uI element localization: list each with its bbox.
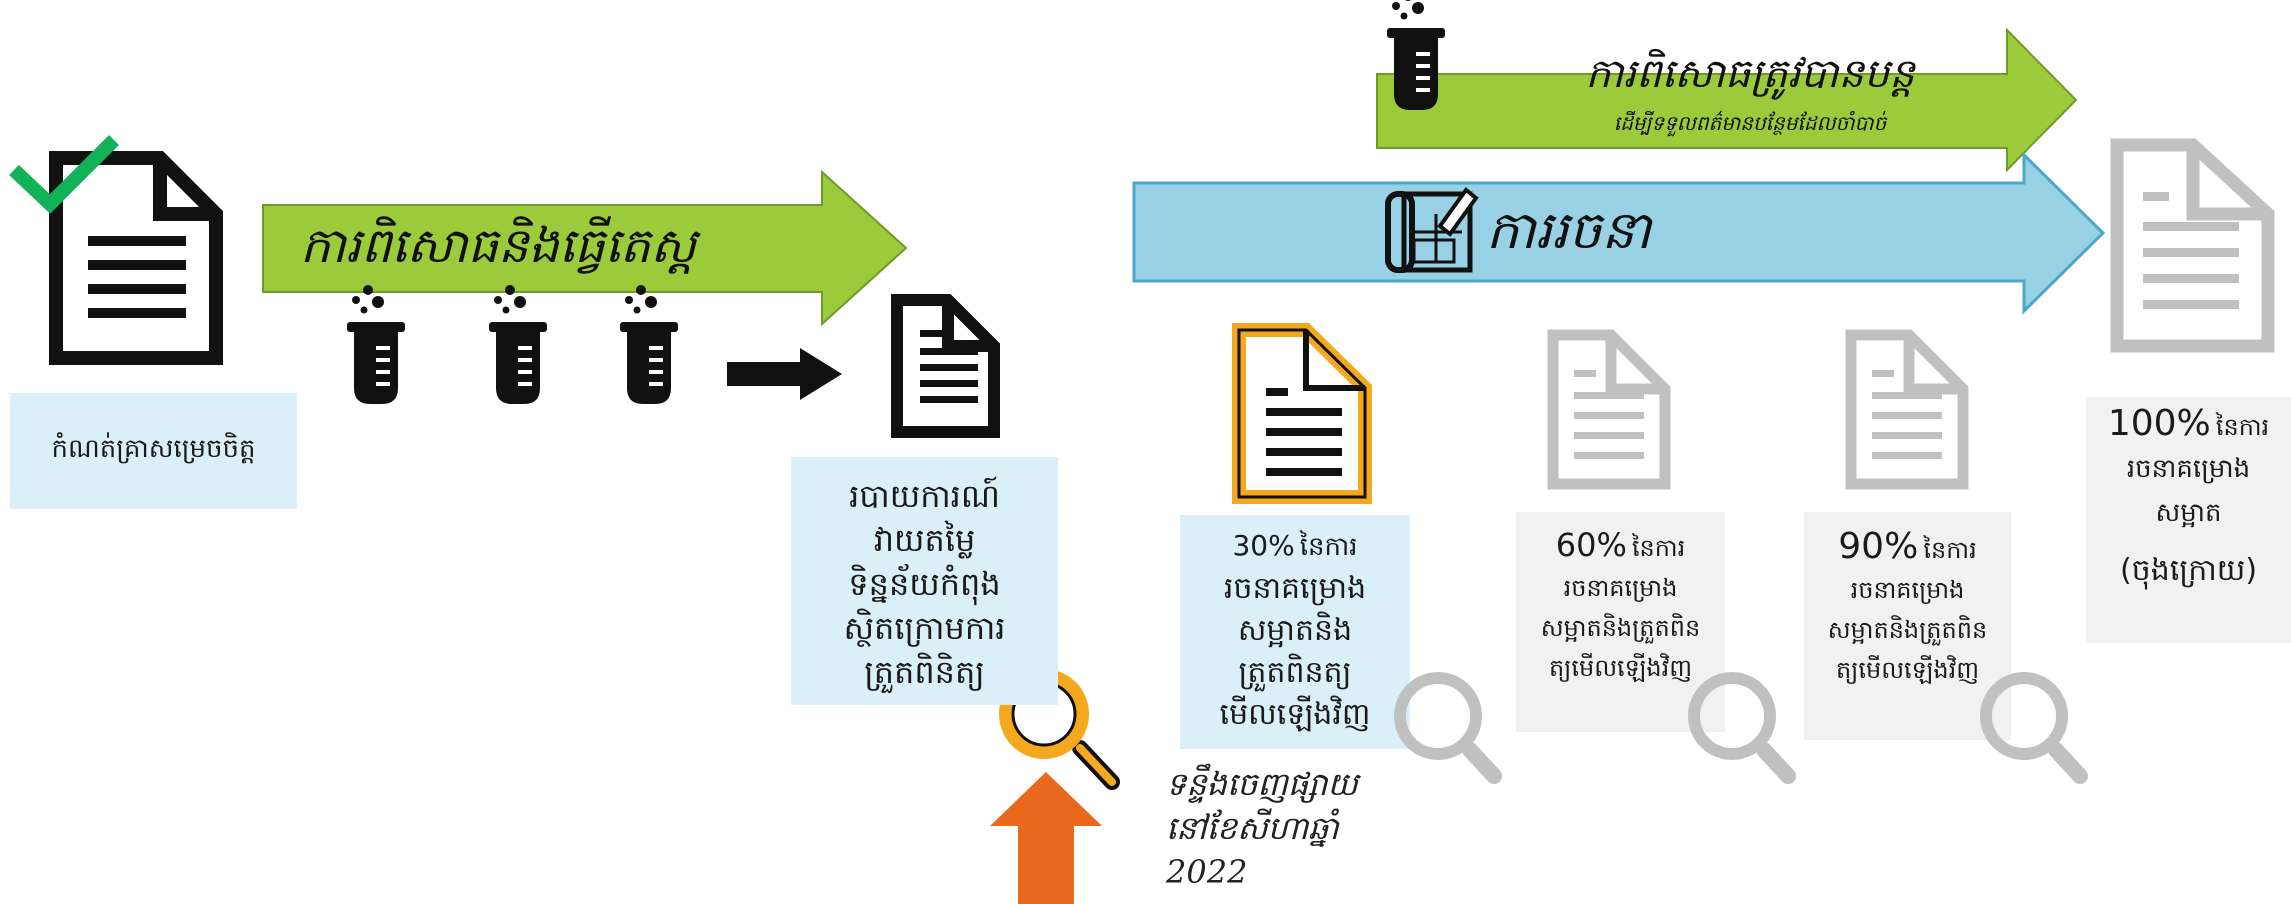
progress-60-pct: 60% <box>1555 526 1627 564</box>
continued-arrow-subtitle: ដើម្បីទទួលពត៌មានបន្ថែមដែលចាំបាច់ <box>1613 111 1887 135</box>
beaker-icon <box>489 285 547 404</box>
beaker-icon <box>347 285 405 404</box>
publish-note-line: 2022 <box>1166 853 1248 891</box>
progress-100-line: សម្អាត <box>2155 498 2222 528</box>
beaker-icon <box>620 285 678 404</box>
progress-90-line: ត្យមើលឡើងវិញ <box>1835 656 1980 684</box>
decision-point-box: កំណត់គ្រាសម្រេចចិត្ត <box>10 393 297 509</box>
progress-30-line: មើលឡើងវិញ <box>1219 696 1371 732</box>
progress-90-pct: 90% <box>1838 526 1919 567</box>
design-arrow-title: ការរចនា <box>1486 201 1652 261</box>
progress-90-line: សម្អាតនិងត្រួតពិន <box>1827 616 1988 644</box>
progress-30-line: ត្រួតពិនត្យ <box>1238 654 1352 690</box>
progress-30-first: នៃការ <box>1299 531 1358 562</box>
progress-60-line: រចនាគម្រោង <box>1563 574 1678 602</box>
right-arrow-icon <box>727 348 842 400</box>
progress-100-line: (ចុងក្រោយ) <box>2119 553 2258 588</box>
decision-point-label: កំណត់គ្រាសម្រេចចិត្ត <box>51 434 256 464</box>
publish-note: ទន្ទឹងចេញផ្សាយ នៅខែសីហាឆ្នាំ 2022 <box>1166 762 1358 894</box>
progress-30-box: 30% នៃការ រចនាគម្រោង សម្អាតនិង ត្រួតពិនត… <box>1180 515 1410 749</box>
blueprint-pencil-icon <box>1385 187 1479 273</box>
document-icon <box>1232 323 1372 504</box>
report-line: ទិន្នន័យកំពុង <box>848 565 1001 603</box>
continued-testing-arrow <box>1376 27 2078 173</box>
report-line: របាយការណ៍ <box>849 477 1000 515</box>
progress-100-line: រចនាគម្រោង <box>2126 454 2251 484</box>
document-check-icon <box>9 135 223 365</box>
progress-30-pct: 30% <box>1232 528 1295 562</box>
progress-30-line: រចនាគម្រោង <box>1223 570 1367 606</box>
progress-90-line: រចនាគម្រោង <box>1850 576 1965 604</box>
up-arrow-icon <box>990 772 1102 904</box>
progress-60-first: នៃការ <box>1631 534 1686 562</box>
beaker-icon <box>1387 0 1445 110</box>
publish-note-line: ទន្ទឹងចេញផ្សាយ <box>1166 765 1358 803</box>
design-arrow <box>1132 151 2106 315</box>
document-icon <box>891 294 1000 438</box>
progress-60-line: សម្អាតនិងត្រួតពិន <box>1540 614 1701 642</box>
progress-100-first: នៃការ <box>2215 413 2270 441</box>
progress-60-box: 60% នៃការ រចនាគម្រោង សម្អាតនិងត្រួតពិន ត… <box>1516 512 1725 732</box>
continued-arrow-title: ការពិសោធត្រូវបានបន្ត <box>1585 51 1915 97</box>
progress-30-line: សម្អាតនិង <box>1237 612 1353 648</box>
publish-note-line: នៅខែសីហាឆ្នាំ <box>1166 809 1339 847</box>
document-icon <box>1547 329 1671 490</box>
testing-arrow-title: ការពិសោធនិងធ្វើតេស្ត <box>300 218 697 274</box>
report-line: វាយតម្លៃ <box>873 521 976 559</box>
progress-90-box: 90% នៃការ រចនាគម្រោង សម្អាតនិងត្រួតពិន ត… <box>1804 512 2011 740</box>
progress-100-box: 100% នៃការ រចនាគម្រោង សម្អាត (ចុងក្រោយ) <box>2086 397 2291 643</box>
document-icon <box>2110 138 2275 353</box>
progress-60-line: ត្យមើលឡើងវិញ <box>1548 654 1693 682</box>
testing-arrow <box>262 169 908 327</box>
progress-100-pct: 100% <box>2107 403 2211 444</box>
report-line: ស្ថិតក្រោមការ <box>843 609 1006 647</box>
report-line: ត្រួតពិនិត្យ <box>864 653 985 691</box>
progress-90-first: នៃការ <box>1923 536 1977 564</box>
evaluation-report-box: របាយការណ៍ វាយតម្លៃ ទិន្នន័យកំពុង ស្ថិតក្… <box>791 457 1058 705</box>
document-icon <box>1845 329 1969 490</box>
